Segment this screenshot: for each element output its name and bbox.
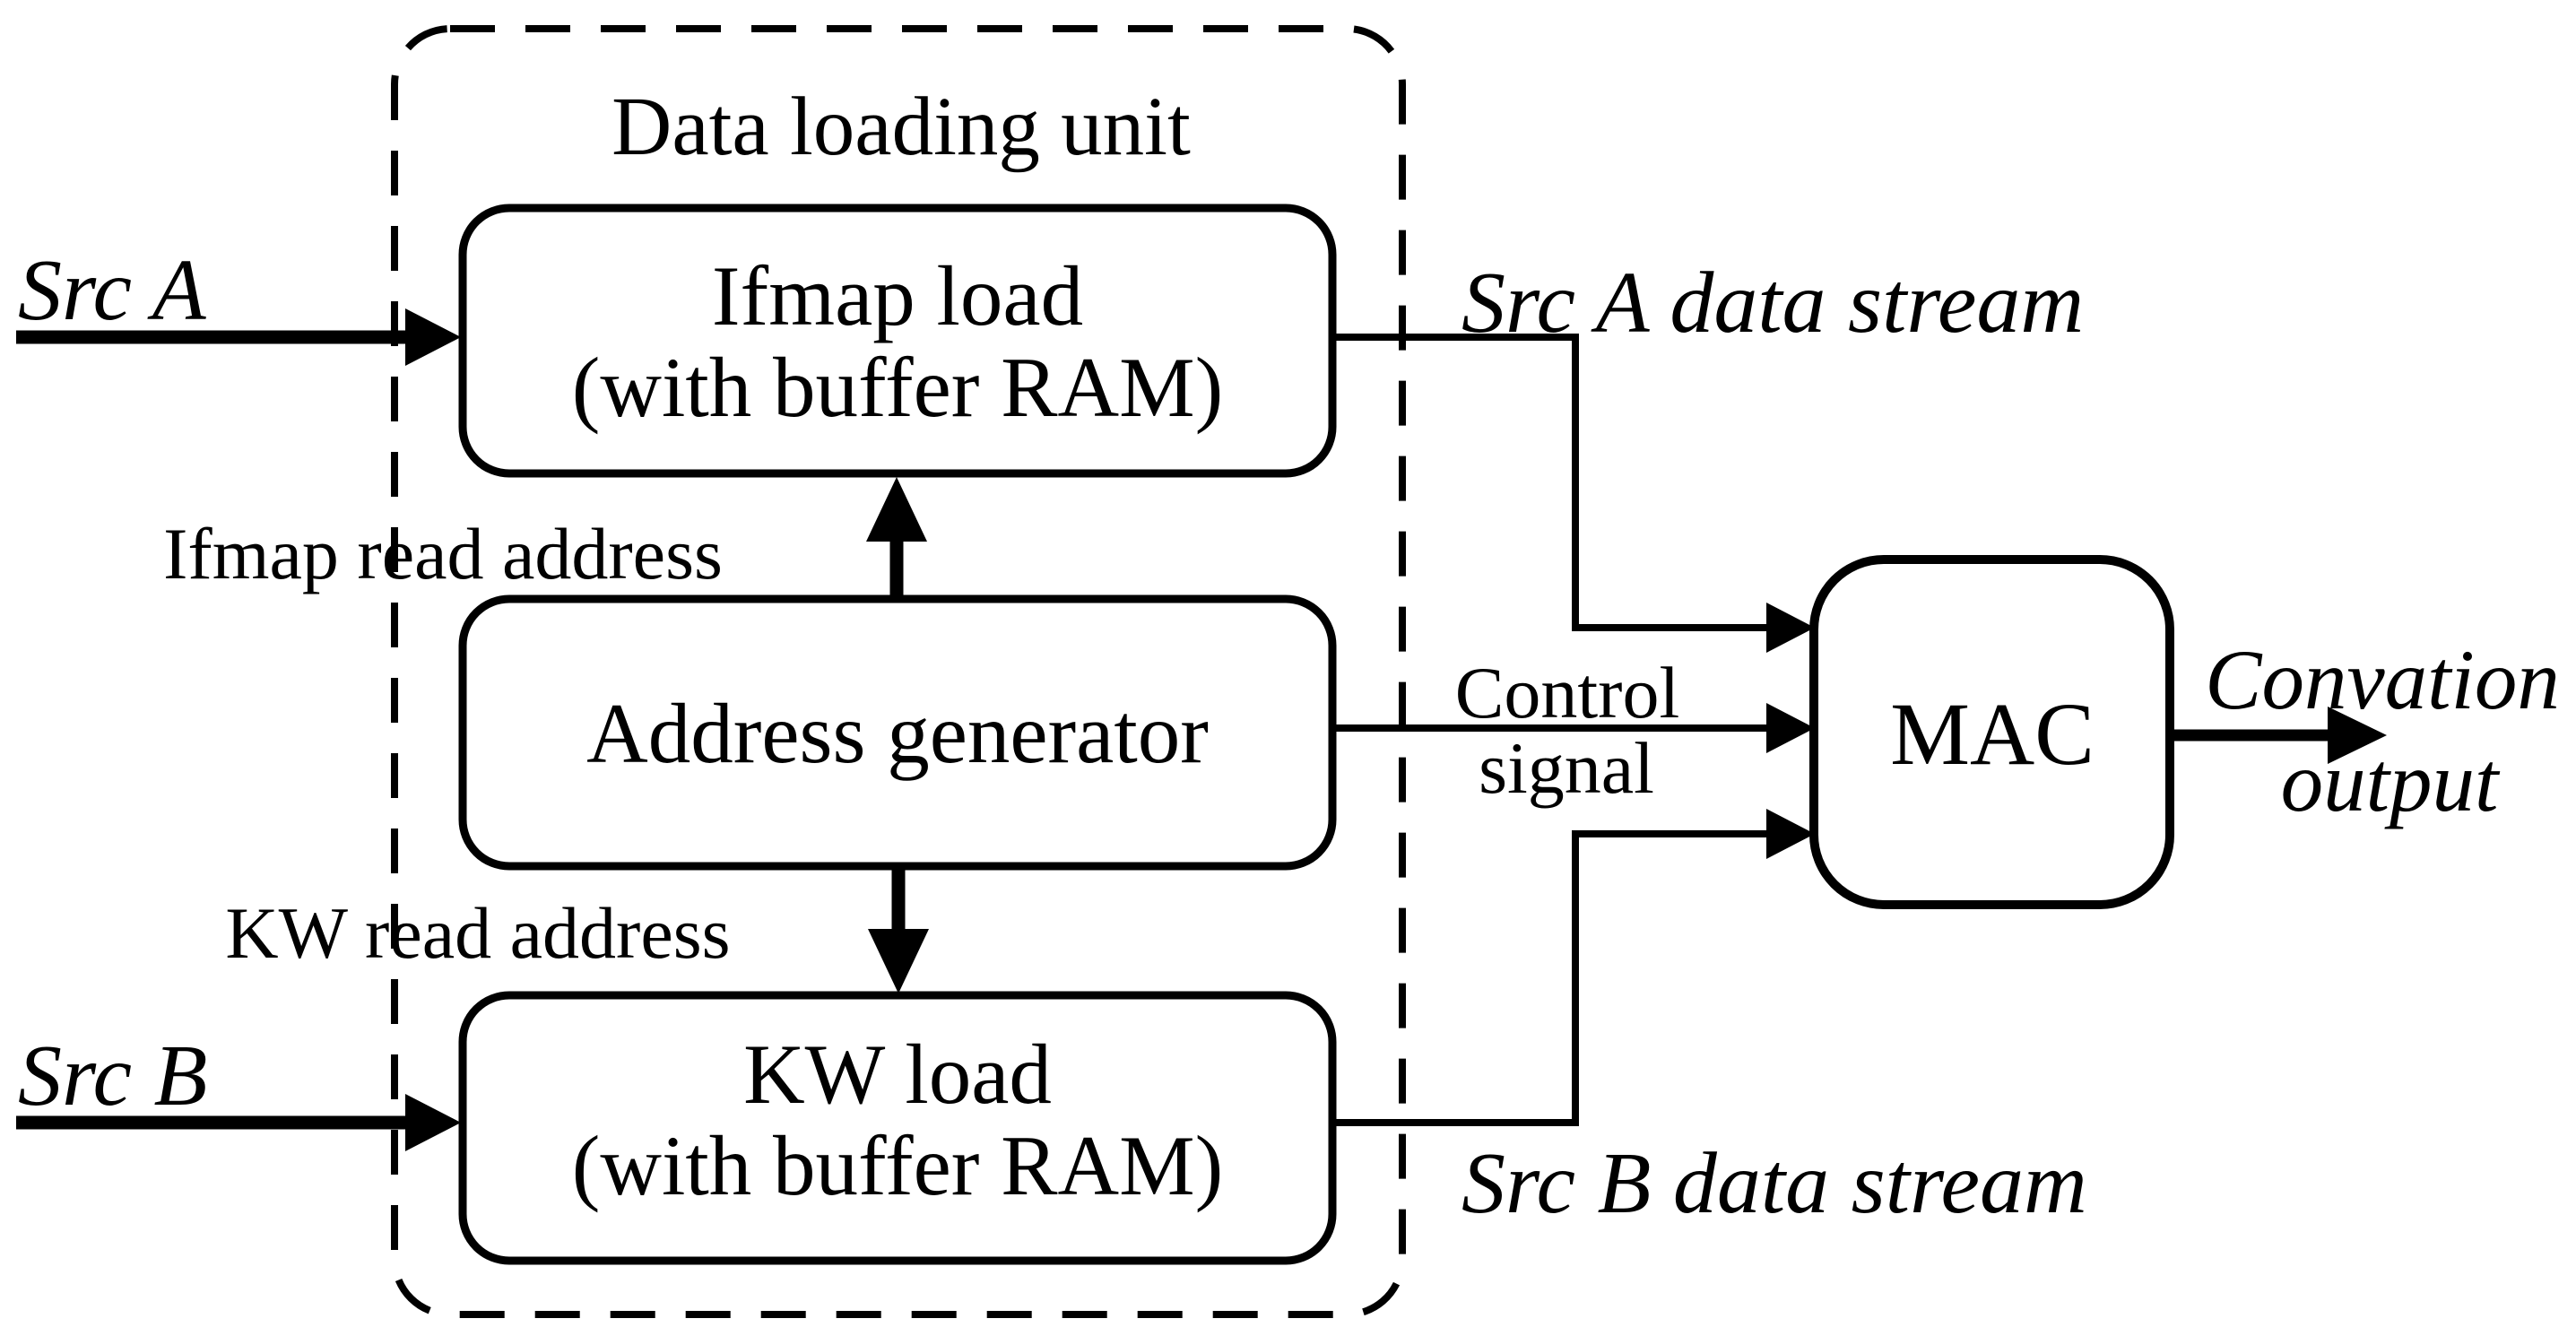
kw-read-address-label: KW read address <box>225 892 730 974</box>
control-signal-label-line2: signal <box>1479 727 1654 809</box>
address-generator-label: Address generator <box>586 686 1209 781</box>
src-a-data-stream-wire <box>1332 334 1815 653</box>
src-a-data-stream-label: Src A data stream <box>1461 255 2084 351</box>
mac-input-bottom-arrowhead-icon <box>1766 809 1815 859</box>
kw-load-label-line1: KW load <box>743 1027 1052 1122</box>
src-b-arrowhead-icon <box>405 1094 461 1151</box>
ifmap-read-address-arrow <box>866 477 927 599</box>
control-signal-wire <box>1332 703 1815 753</box>
kw-load-block <box>458 991 1337 1265</box>
output-arrowhead-icon <box>2328 707 2387 764</box>
convolution-output-arrow <box>2170 707 2387 764</box>
down-arrowhead-icon <box>868 929 929 993</box>
mac-label: MAC <box>1890 684 2095 784</box>
src-b-label: Src B <box>18 1028 207 1124</box>
src-a-label: Src A <box>18 242 207 339</box>
control-signal-label-line1: Control <box>1455 652 1680 733</box>
src-a-arrowhead-icon <box>405 308 461 366</box>
src-b-data-stream-label: Src B data stream <box>1461 1135 2087 1232</box>
kw-load-label-line2: (with buffer RAM) <box>572 1118 1223 1213</box>
convolution-output-label-line2: output <box>2281 734 2501 829</box>
ifmap-read-address-label: Ifmap read address <box>163 513 723 594</box>
mac-input-top-arrowhead-icon <box>1766 603 1815 653</box>
ifmap-load-label-line1: Ifmap load <box>712 248 1083 343</box>
kw-read-address-arrow <box>868 866 929 993</box>
convolution-output-label-line1: Convation <box>2205 632 2560 727</box>
data-loading-unit-title: Data loading unit <box>611 81 1191 173</box>
up-arrowhead-icon <box>866 477 927 542</box>
src-b-input-arrow <box>16 1094 461 1151</box>
src-a-input-arrow <box>16 308 461 366</box>
src-b-data-stream-wire <box>1332 809 1815 1126</box>
ifmap-load-label-line2: (with buffer RAM) <box>572 340 1223 435</box>
mac-input-middle-arrowhead-icon <box>1766 703 1815 753</box>
